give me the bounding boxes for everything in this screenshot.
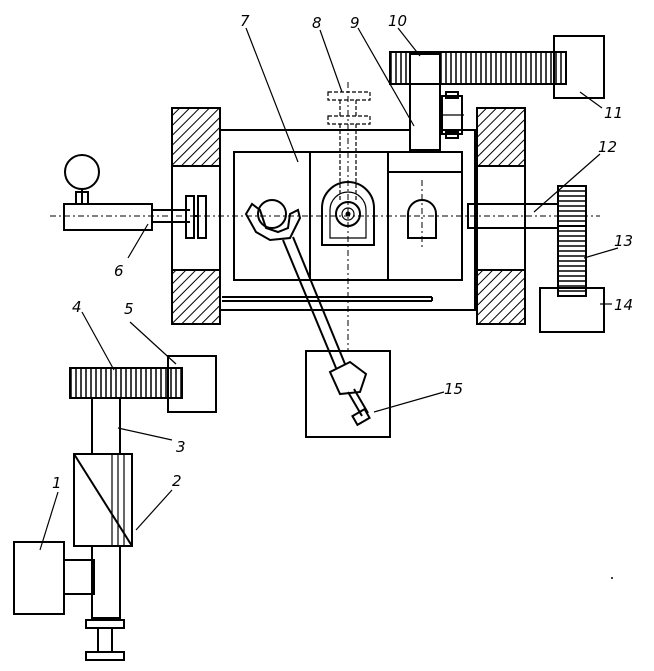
label-2: 2 <box>172 472 182 490</box>
right-shaft-12 <box>467 185 587 231</box>
label-3: 3 <box>176 438 186 456</box>
motor-11 <box>553 35 605 99</box>
label-8: 8 <box>312 14 322 32</box>
label-15: 15 <box>444 380 463 398</box>
coupling-9 <box>440 91 464 139</box>
right-bearing-support <box>476 107 526 325</box>
label-13: 13 <box>614 232 633 250</box>
diagonal-rod-15 <box>282 236 371 427</box>
label-5: 5 <box>124 300 134 318</box>
lower-bracket <box>305 350 391 438</box>
label-11: 11 <box>604 104 623 122</box>
right-pocket <box>407 199 437 239</box>
label-9: 9 <box>350 14 360 32</box>
motor-1 <box>13 541 95 615</box>
leader-lines <box>39 27 619 551</box>
left-shaft-6 <box>63 154 207 239</box>
left-bearing-support <box>171 107 221 325</box>
label-7: 7 <box>240 12 250 30</box>
gearbox-2 <box>73 453 133 547</box>
motor-5 <box>167 355 217 413</box>
lower-shaft <box>85 545 125 661</box>
top-gear-10 <box>389 51 567 153</box>
label-6: 6 <box>114 262 124 280</box>
part-labels: 7 8 9 10 11 12 13 14 6 4 5 3 2 1 15 <box>52 12 633 492</box>
axis-lines <box>50 82 600 350</box>
gear-13 <box>557 225 587 297</box>
label-12: 12 <box>598 138 617 156</box>
shaft-3 <box>91 397 121 455</box>
label-14: 14 <box>614 296 633 314</box>
left-gripper <box>244 199 302 242</box>
label-4: 4 <box>72 298 82 316</box>
motor-14 <box>539 287 605 333</box>
dashed-element-8 <box>327 91 371 200</box>
label-1: 1 <box>52 474 62 492</box>
gear-4 <box>69 367 183 399</box>
stray-dot <box>611 577 613 579</box>
label-10: 10 <box>388 12 407 30</box>
